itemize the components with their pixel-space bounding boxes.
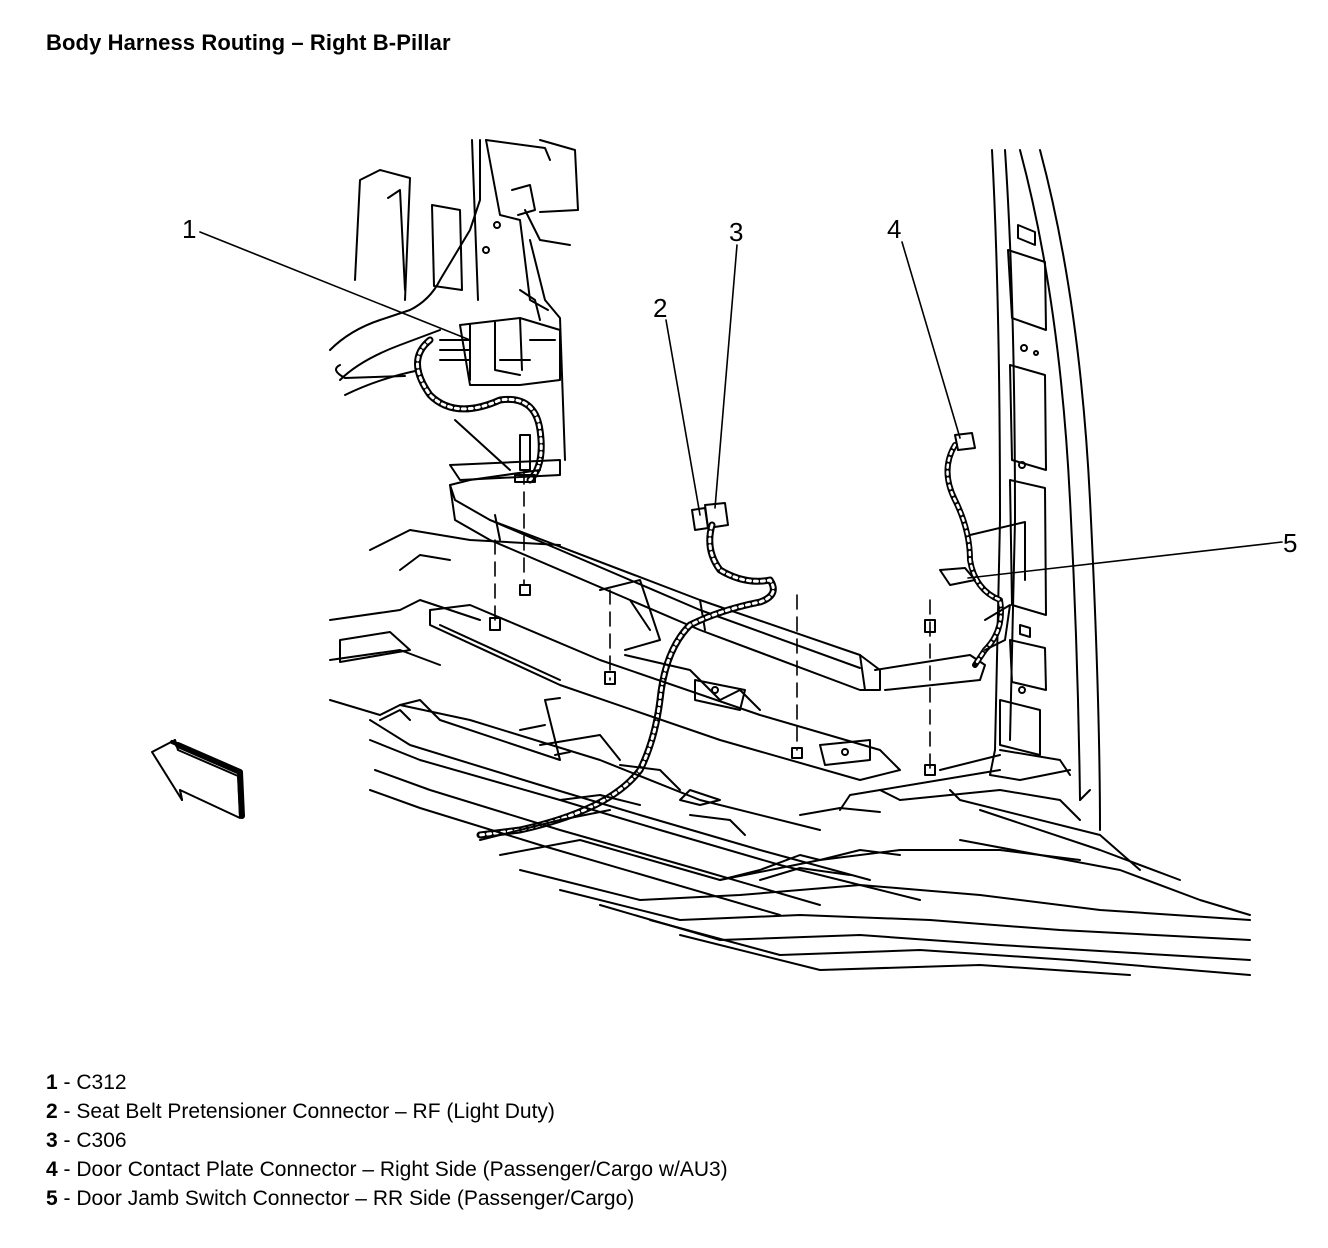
floor-panel xyxy=(329,529,1251,976)
harness-channel xyxy=(449,459,986,691)
legend-item: 4 - Door Contact Plate Connector – Right… xyxy=(46,1155,728,1184)
legend-number: 1 xyxy=(46,1071,58,1094)
callout-1: 1 xyxy=(182,214,196,244)
legend-text: Seat Belt Pretensioner Connector – RF (L… xyxy=(76,1100,555,1123)
legend-item: 2 - Seat Belt Pretensioner Connector – R… xyxy=(46,1097,728,1126)
legend-separator: - xyxy=(57,1187,77,1210)
legend-separator: - xyxy=(57,1100,77,1123)
connector-c312 xyxy=(439,317,561,386)
fastener xyxy=(454,419,536,483)
legend-number: 3 xyxy=(46,1129,58,1152)
front-direction-arrow-icon xyxy=(151,739,245,819)
legend: 1 - C312 2 - Seat Belt Pretensioner Conn… xyxy=(46,1068,728,1213)
page-title: Body Harness Routing – Right B-Pillar xyxy=(46,30,451,55)
callout-2: 2 xyxy=(653,293,667,323)
callout-4: 4 xyxy=(887,214,901,244)
legend-separator: - xyxy=(57,1158,77,1181)
legend-item: 1 - C312 xyxy=(46,1068,728,1097)
connector-door-contact-plate xyxy=(939,432,1026,651)
legend-number: 5 xyxy=(46,1187,58,1210)
harness-pillar xyxy=(944,442,1004,668)
legend-number: 2 xyxy=(46,1100,58,1123)
harness-c312-branch-inner xyxy=(416,338,543,482)
legend-separator: - xyxy=(57,1071,77,1094)
b-pillar xyxy=(989,149,1101,831)
callout-3: 3 xyxy=(729,217,743,247)
alignment-lines xyxy=(494,469,931,771)
legend-text: C306 xyxy=(76,1129,127,1152)
harness-c306-inner xyxy=(478,523,775,837)
legend-separator: - xyxy=(57,1129,77,1152)
legend-item: 3 - C306 xyxy=(46,1126,728,1155)
legend-text: C312 xyxy=(76,1071,127,1094)
callout-5: 5 xyxy=(1283,528,1297,558)
harness-pillar-inner xyxy=(946,443,1003,667)
legend-number: 4 xyxy=(46,1158,58,1181)
legend-text: Door Contact Plate Connector – Right Sid… xyxy=(76,1158,728,1181)
fastener-clips xyxy=(489,584,936,776)
legend-item: 5 - Door Jamb Switch Connector – RR Side… xyxy=(46,1184,728,1213)
legend-text: Door Jamb Switch Connector – RR Side (Pa… xyxy=(76,1187,635,1210)
left-body-structure xyxy=(329,139,579,461)
callout-leaders xyxy=(199,231,1283,579)
harness-routing-diagram: 1 2 3 4 5 xyxy=(151,139,1297,976)
